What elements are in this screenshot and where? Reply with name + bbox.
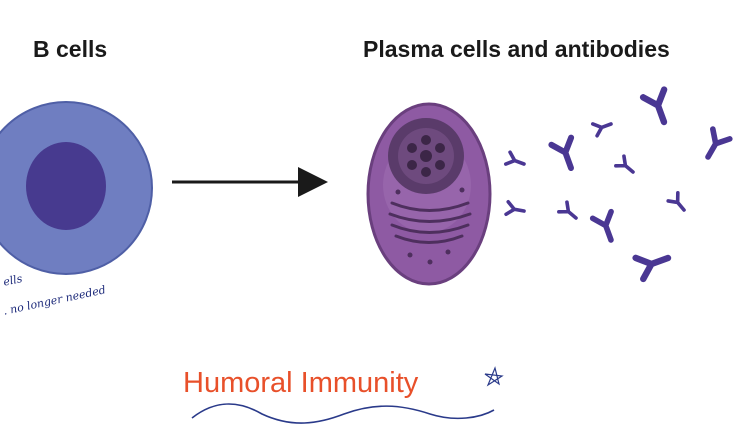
antibody — [614, 154, 639, 179]
plasma-cell — [366, 102, 492, 286]
antibody — [593, 212, 621, 244]
antibodies — [503, 90, 730, 279]
antibody — [557, 200, 582, 225]
b-cell — [0, 101, 153, 275]
antibody — [700, 129, 730, 162]
humoral-immunity-title: Humoral Immunity — [183, 367, 419, 399]
antibody — [643, 90, 674, 126]
antibody — [636, 247, 672, 278]
antibody — [551, 138, 580, 172]
antibody — [666, 191, 691, 216]
star-doodle — [484, 366, 504, 387]
title-underline — [191, 403, 495, 424]
antibody — [504, 200, 527, 220]
antibody — [590, 116, 615, 138]
antibody — [503, 150, 528, 172]
plasma-cells-label: Plasma cells and antibodies — [363, 36, 670, 62]
b-cells-label: B cells — [33, 36, 108, 62]
